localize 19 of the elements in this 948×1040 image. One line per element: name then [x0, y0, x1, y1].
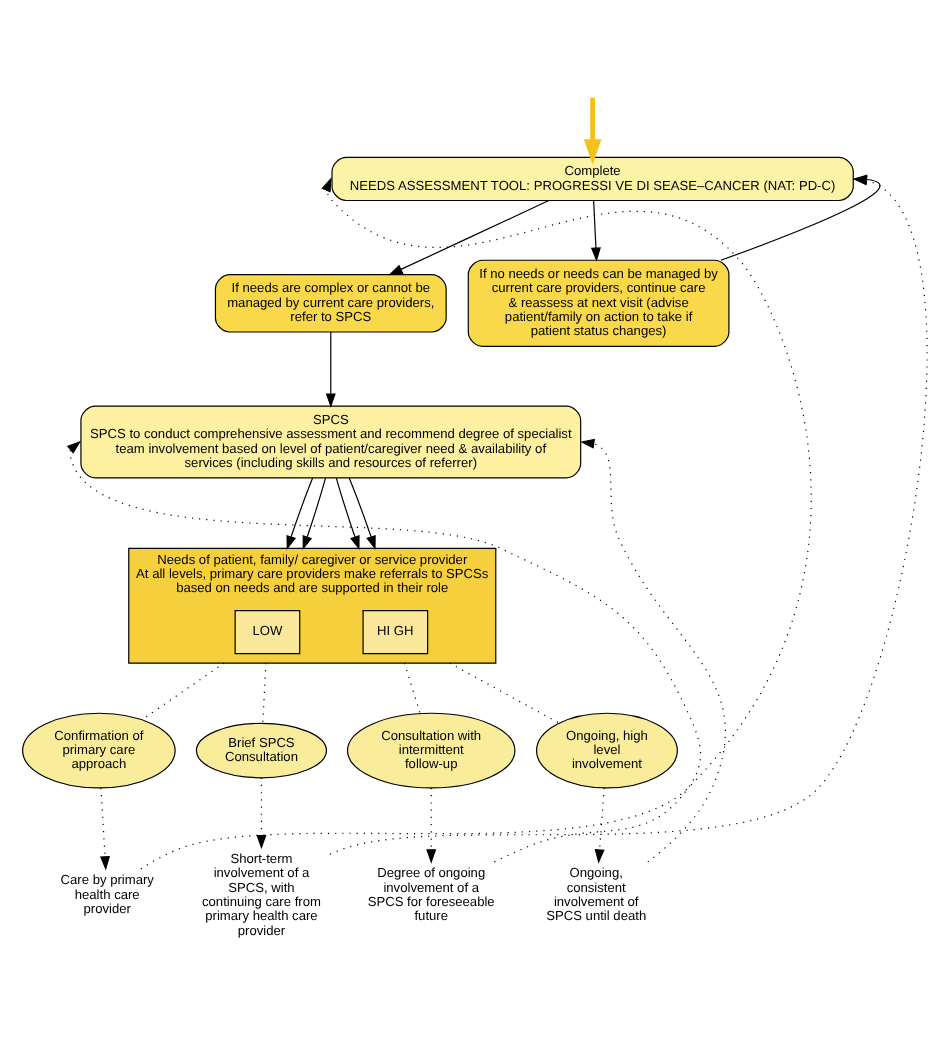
arrow — [301, 477, 326, 551]
arrow — [65, 440, 701, 863]
arrow — [255, 777, 266, 850]
arrow — [99, 787, 110, 871]
connector — [140, 662, 224, 721]
connector — [448, 662, 559, 724]
arrow — [139, 177, 811, 870]
arrow — [579, 438, 725, 863]
arrow — [387, 200, 549, 276]
arrow — [589, 200, 600, 262]
connector — [403, 662, 420, 714]
arrow — [285, 477, 313, 551]
arrow — [347, 477, 375, 551]
arrow — [593, 787, 604, 864]
arrow — [582, 97, 601, 165]
connector — [261, 662, 266, 725]
arrow — [334, 477, 359, 551]
arrow — [324, 331, 335, 408]
arrow — [425, 787, 436, 864]
